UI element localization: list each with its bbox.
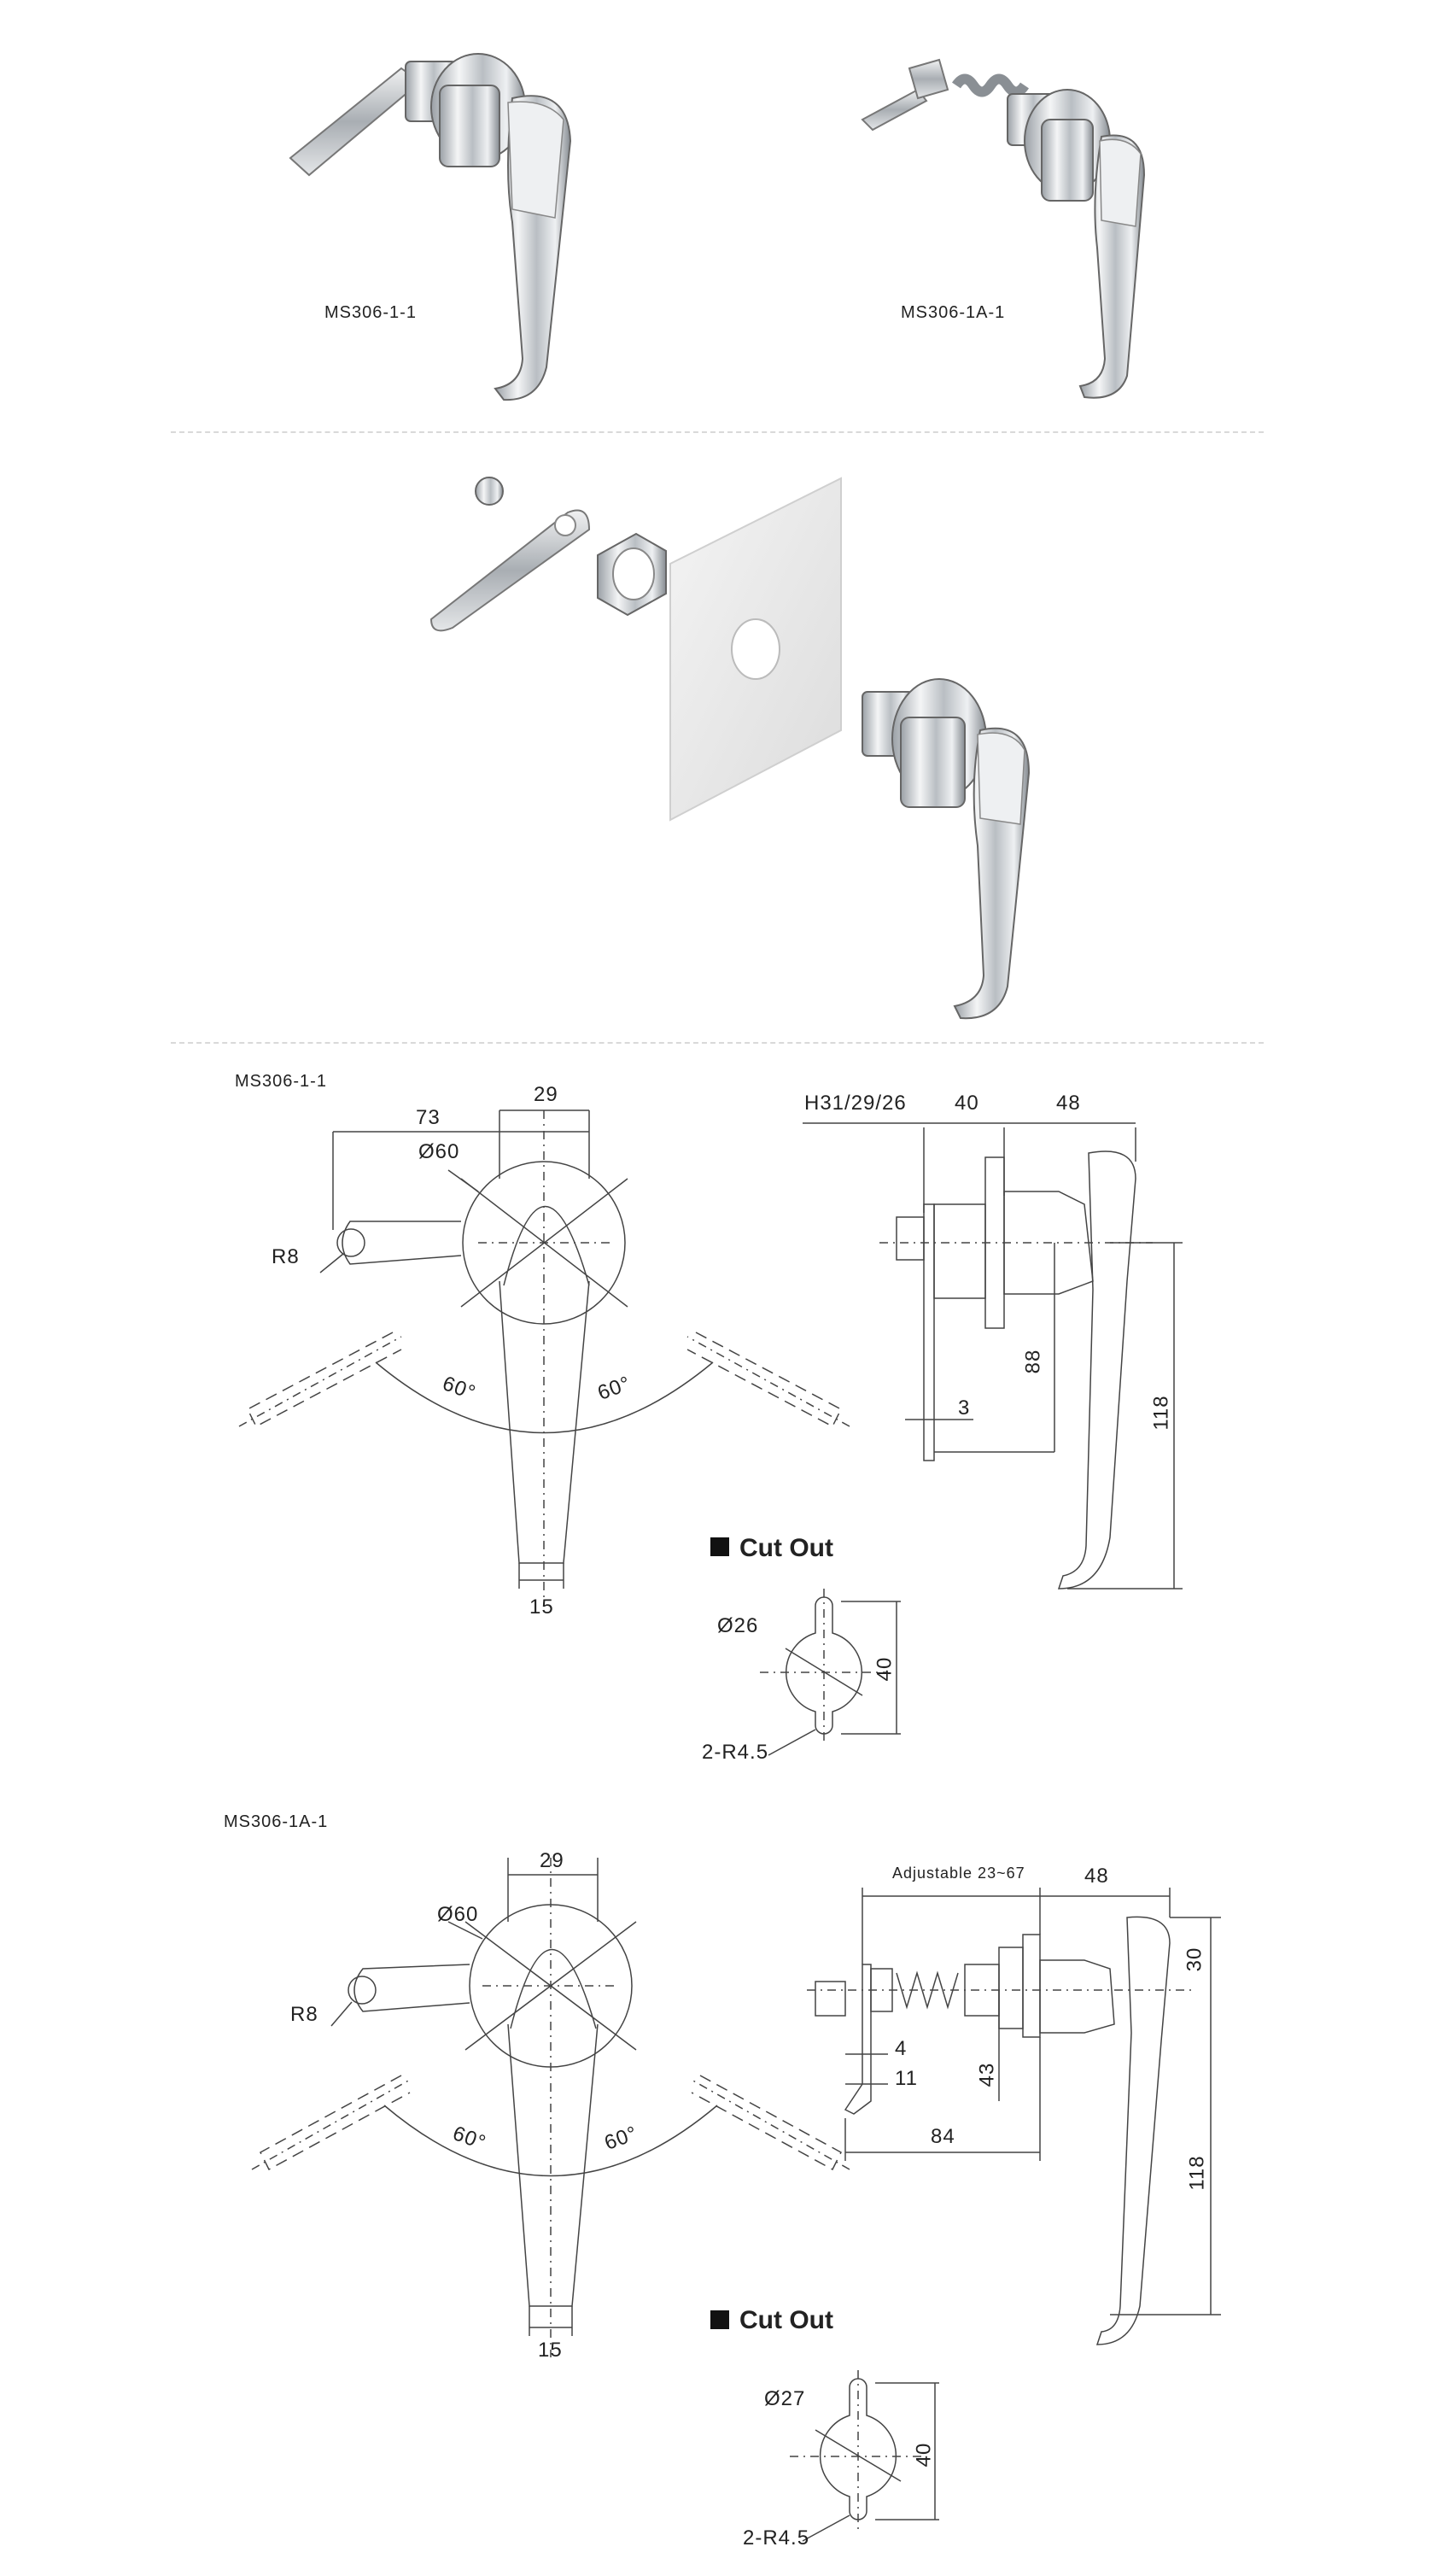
dim-a-plate: 3 bbox=[958, 1396, 971, 1420]
dim-a-d1: 40 bbox=[955, 1092, 979, 1115]
dim-a-height-total: 118 bbox=[1149, 1395, 1173, 1431]
cutout-a-dia: Ø26 bbox=[717, 1614, 759, 1637]
dim-a-reach: 73 bbox=[416, 1106, 441, 1129]
dim-b-adjustable: Adjustable 23~67 bbox=[892, 1865, 1025, 1882]
dim-a-width-top: 29 bbox=[534, 1083, 558, 1106]
drawing-b-cutout bbox=[790, 2370, 939, 2542]
cutout-b-bullet bbox=[710, 2310, 729, 2329]
dim-b-11: 11 bbox=[895, 2067, 918, 2090]
cutout-b-title: Cut Out bbox=[739, 2306, 833, 2334]
dim-b-d2: 48 bbox=[1084, 1865, 1109, 1888]
dim-a-d2: 48 bbox=[1056, 1092, 1081, 1115]
cutout-b-radius: 2-R4.5 bbox=[743, 2526, 810, 2550]
dim-b-radius: R8 bbox=[290, 2003, 318, 2026]
drawing-a-side bbox=[803, 1122, 1183, 1590]
cutout-b-height: 40 bbox=[912, 2442, 936, 2468]
dim-a-radius: R8 bbox=[272, 1245, 300, 1268]
drawing-a-cutout bbox=[760, 1589, 901, 1756]
dim-b-dia: Ø60 bbox=[437, 1903, 479, 1926]
dim-b-bottom-width: 15 bbox=[538, 2339, 563, 2362]
product-photo-ms306-1a-1 bbox=[861, 58, 1146, 399]
dim-b-43: 43 bbox=[975, 2062, 999, 2087]
dim-a-panel: H31/29/26 bbox=[804, 1092, 907, 1115]
dim-b-84: 84 bbox=[931, 2125, 955, 2148]
drawing-a-label: MS306-1-1 bbox=[235, 1072, 327, 1091]
dim-b-width-top: 29 bbox=[540, 1849, 564, 1872]
cutout-a-bullet bbox=[710, 1537, 729, 1556]
section-divider-2 bbox=[171, 1042, 1264, 1044]
product-label-ms306-1a-1: MS306-1A-1 bbox=[901, 303, 1006, 322]
product-label-ms306-1-1: MS306-1-1 bbox=[324, 303, 417, 322]
dim-b-top: 30 bbox=[1183, 1947, 1206, 1972]
exploded-view bbox=[429, 477, 1031, 1020]
cutout-a-title: Cut Out bbox=[739, 1534, 833, 1562]
product-photo-ms306-1-1 bbox=[289, 53, 572, 401]
cutout-a-radius: 2-R4.5 bbox=[702, 1741, 769, 1764]
cutout-a-height: 40 bbox=[873, 1656, 897, 1682]
dim-b-4: 4 bbox=[895, 2037, 908, 2060]
dim-a-height-inner: 88 bbox=[1021, 1349, 1045, 1374]
drawing-b-label: MS306-1A-1 bbox=[224, 1812, 329, 1831]
section-divider-1 bbox=[171, 431, 1264, 433]
dim-a-dia: Ø60 bbox=[418, 1140, 460, 1163]
drawing-b-front bbox=[251, 1858, 850, 2357]
drawing-a-front bbox=[238, 1109, 850, 1606]
drawing-b-side bbox=[807, 1888, 1221, 2345]
cutout-b-dia: Ø27 bbox=[764, 2387, 806, 2410]
dim-a-bottom-width: 15 bbox=[529, 1595, 554, 1619]
dim-b-height-total: 118 bbox=[1185, 2155, 1209, 2191]
